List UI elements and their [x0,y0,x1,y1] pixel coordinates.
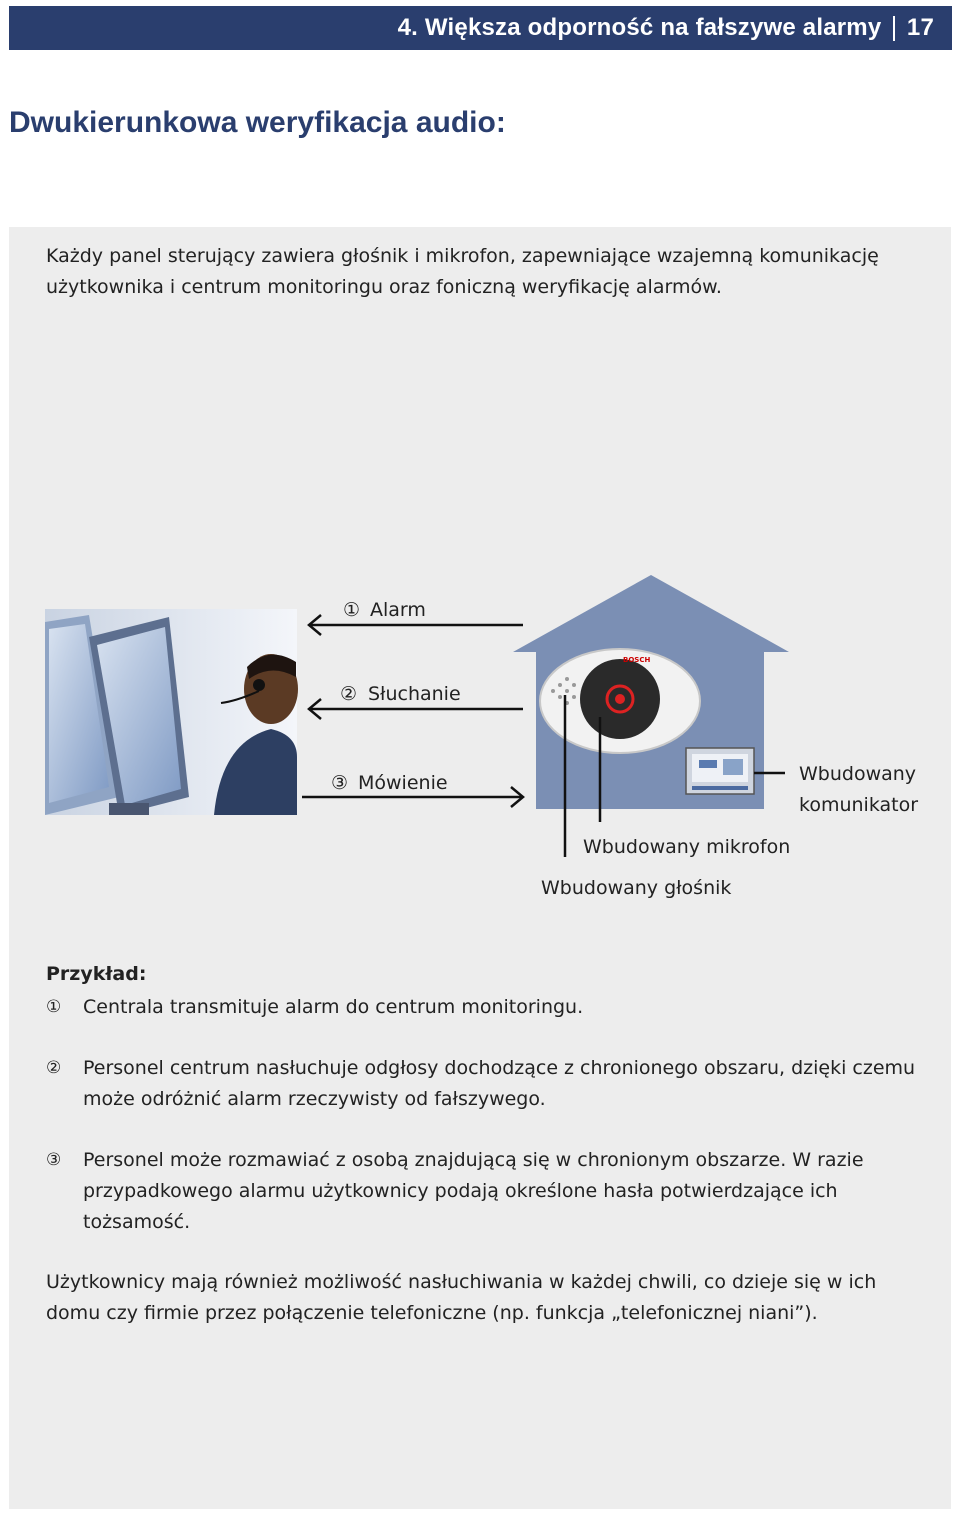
page-header-bar: 4. Większa odporność na fałszywe alarmy … [9,6,952,50]
device-brand-label: BOSCH [623,656,650,664]
page-number: 17 [907,14,934,42]
example-item-3-number: ③ [46,1145,61,1176]
operator-photo [45,609,298,815]
communicator-label-line1: Wbudowany [799,763,916,785]
header-separator [893,16,895,41]
example-item-3: ③ Personel może rozmawiać z osobą znajdu… [46,1145,926,1238]
step-3-number: ③ [331,772,348,794]
example-item-3-text: Personel może rozmawiać z osobą znajdują… [83,1145,926,1238]
example-item-2-text: Personel centrum nasłuchuje odgłosy doch… [83,1053,926,1115]
communicator-label-line2: komunikator [799,794,918,816]
example-item-1: ① Centrala transmituje alarm do centrum … [46,992,926,1023]
section-title: 4. Większa odporność na fałszywe alarmy [398,14,882,42]
content-panel: Każdy panel sterujący zawiera głośnik i … [9,227,951,1509]
page-title: Dwukierunkowa weryfikacja audio: [9,106,506,140]
step-1-number: ① [343,599,360,621]
closing-paragraph: Użytkownicy mają również możliwość nasłu… [46,1267,926,1329]
communicator-module [686,748,754,794]
microphone-label: Wbudowany mikrofon [583,836,790,858]
example-heading: Przykład: [46,963,146,985]
example-item-1-text: Centrala transmituje alarm do centrum mo… [83,992,926,1023]
example-item-2: ② Personel centrum nasłuchuje odgłosy do… [46,1053,926,1115]
step-3-label: Mówienie [358,772,448,794]
step-2-label: Słuchanie [368,683,461,705]
speaker-label: Wbudowany głośnik [541,877,731,899]
example-item-1-number: ① [46,992,61,1023]
audio-verification-diagram: BOSCH [9,567,951,917]
example-item-2-number: ② [46,1053,61,1084]
step-1-label: Alarm [370,599,426,621]
intro-paragraph: Każdy panel sterujący zawiera głośnik i … [46,241,906,303]
step-2-number: ② [340,683,357,705]
